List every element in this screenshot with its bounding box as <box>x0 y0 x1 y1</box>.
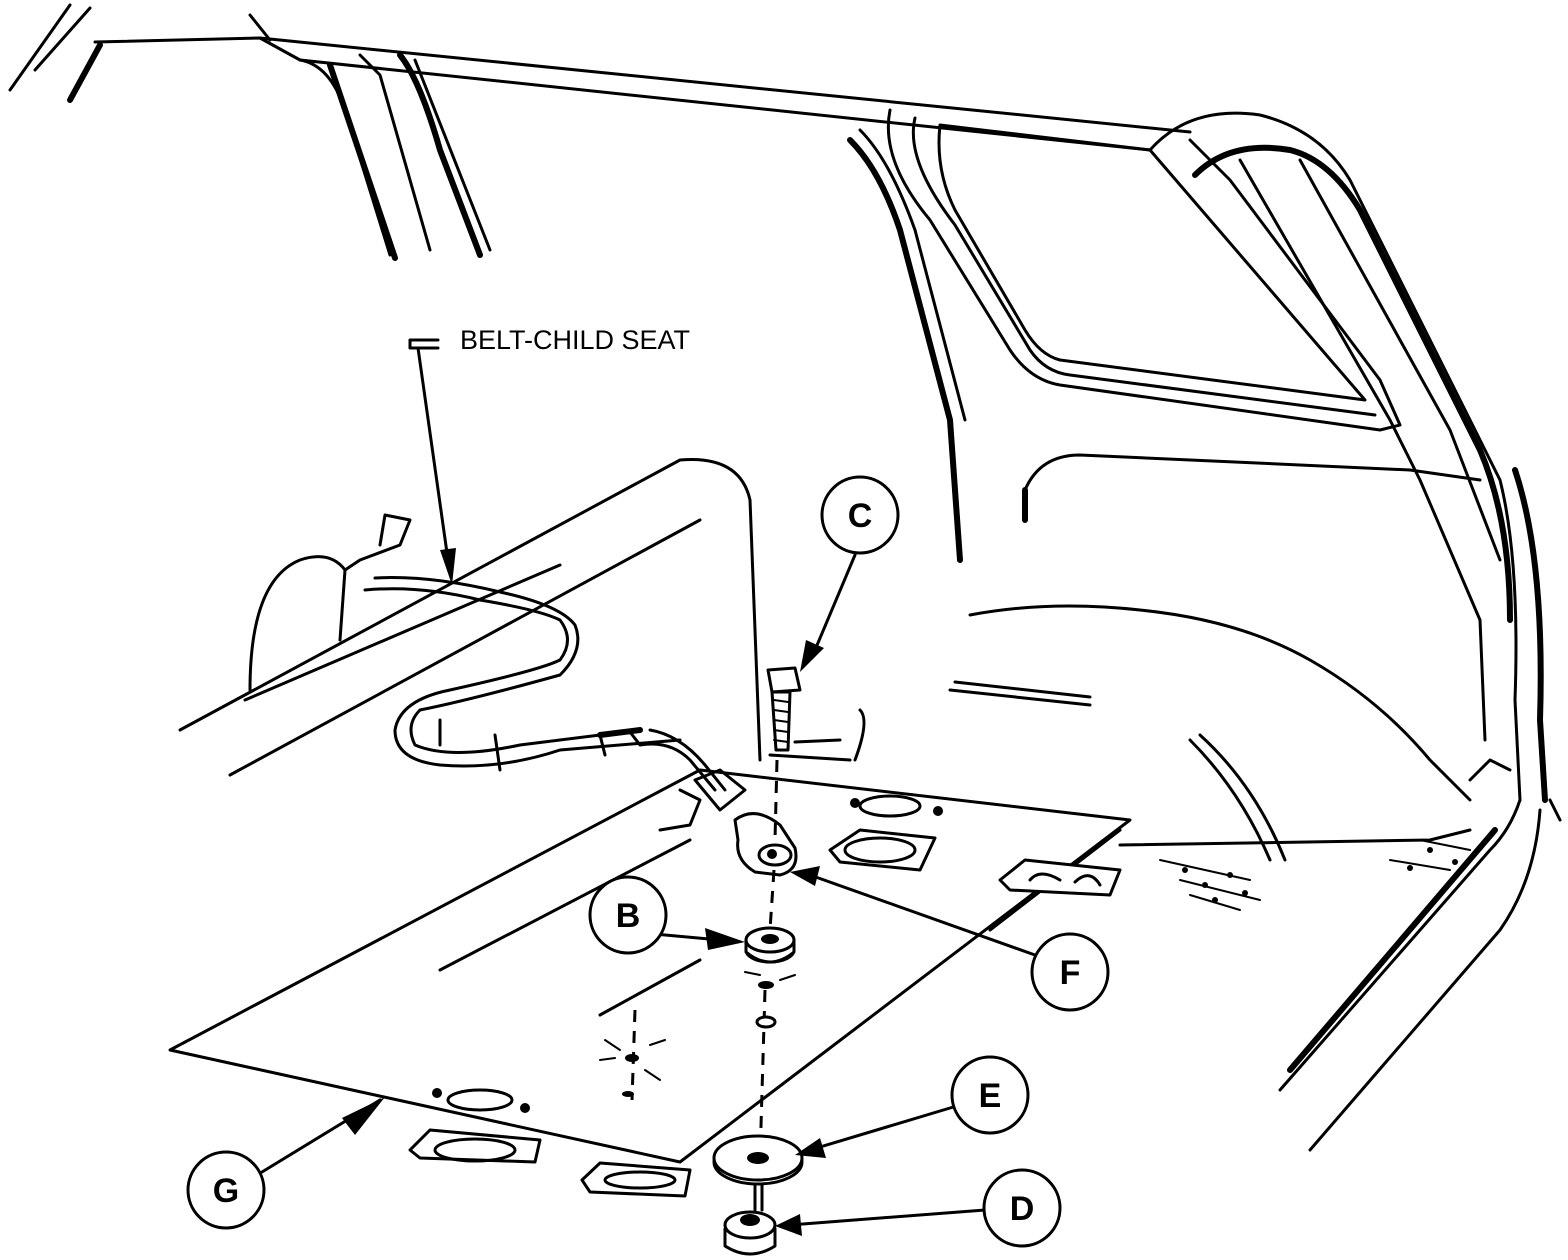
callout-g-letter: G <box>213 1172 239 1210</box>
leader-lines <box>260 338 1037 1236</box>
callout-d: D <box>982 1168 1062 1248</box>
callout-c: C <box>820 475 900 555</box>
vehicle-body-outline <box>8 3 1562 1152</box>
callout-f: F <box>1030 932 1110 1012</box>
callout-d-letter: D <box>1010 1190 1035 1228</box>
callout-g: G <box>186 1150 266 1230</box>
callout-b-letter: B <box>616 897 641 935</box>
child-seat-belt-strap <box>363 576 727 792</box>
tie-down-recesses <box>408 794 1122 1198</box>
anchor-hardware <box>599 666 804 1256</box>
callout-e: E <box>950 1055 1030 1135</box>
callout-e-letter: E <box>979 1077 1002 1115</box>
callout-c-letter: C <box>848 497 873 535</box>
rear-seat-back <box>178 458 866 777</box>
callout-b: B <box>588 875 668 955</box>
callout-f-letter: F <box>1060 954 1081 992</box>
belt-child-seat-label: BELT-CHILD SEAT <box>460 325 690 355</box>
